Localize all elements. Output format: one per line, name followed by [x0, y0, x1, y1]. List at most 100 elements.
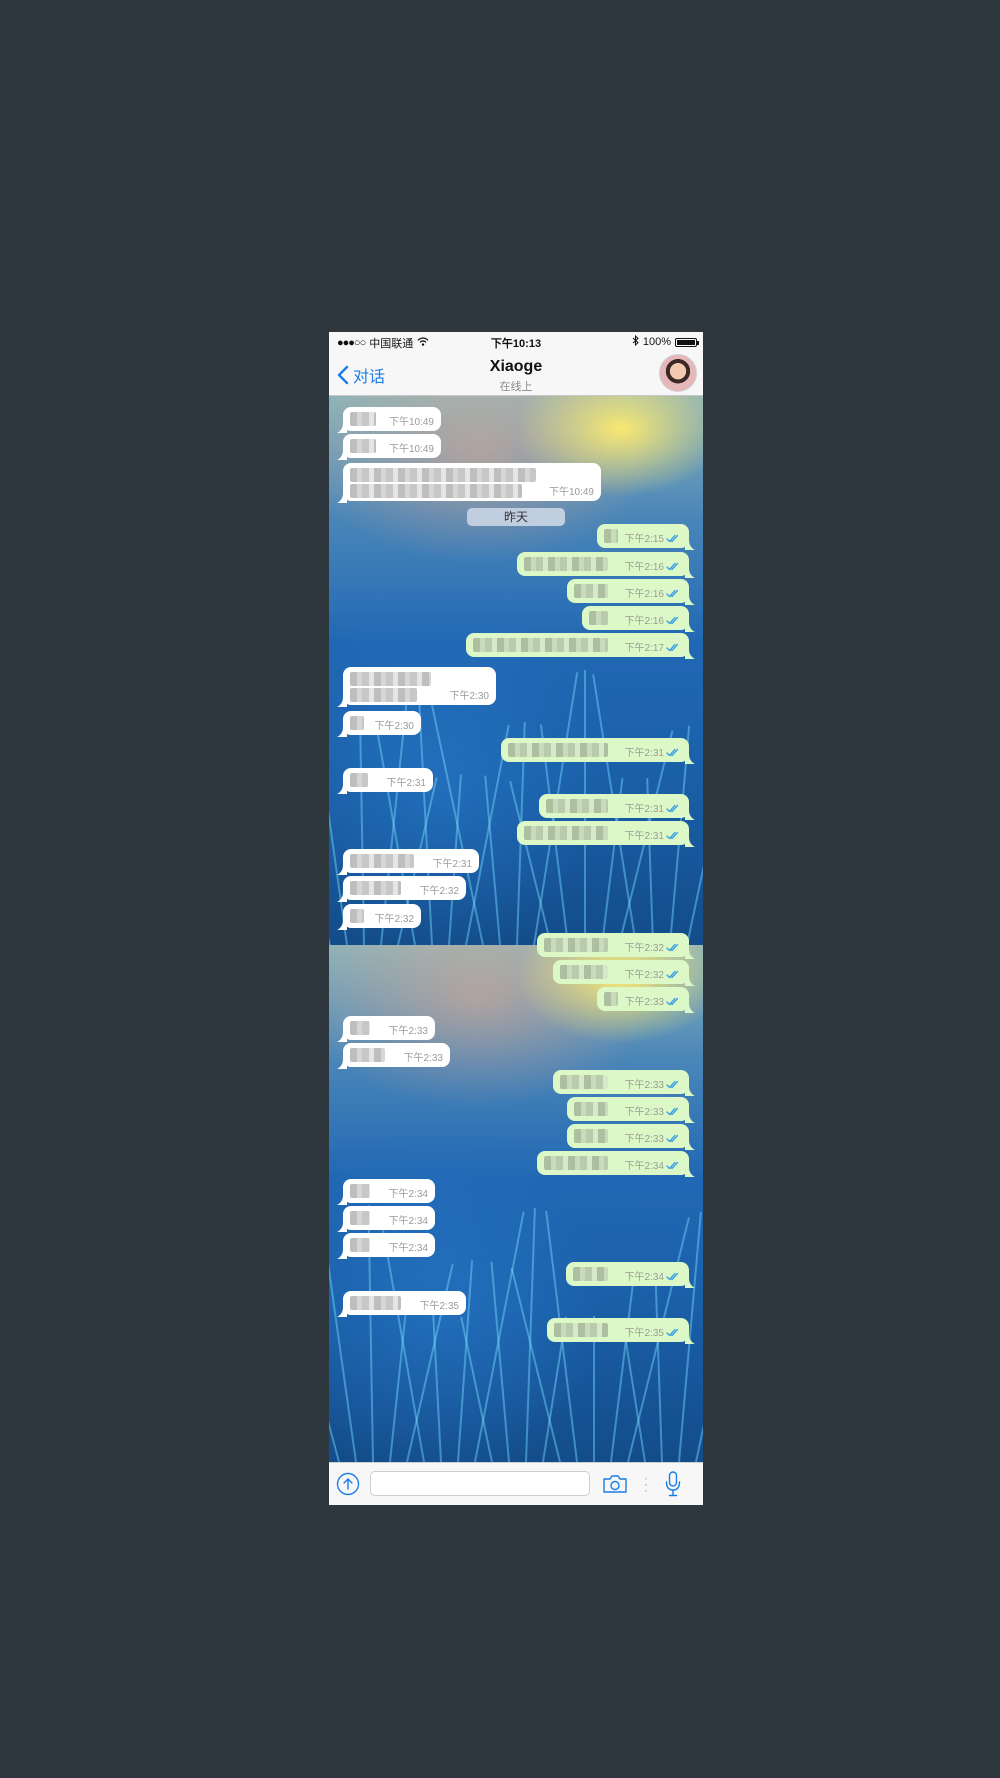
incoming-message-bubble[interactable]: 下午2:31	[337, 768, 433, 794]
outgoing-message-bubble[interactable]: 下午2:15	[597, 524, 695, 550]
message-text-redacted	[350, 688, 417, 702]
incoming-message-bubble[interactable]: 下午10:49	[337, 407, 441, 433]
outgoing-message-bubble[interactable]: 下午2:34	[537, 1151, 695, 1177]
bubble-tail	[685, 1110, 695, 1123]
message-input-bar: ···	[329, 1462, 703, 1505]
timestamp-text: 下午2:35	[624, 1328, 664, 1339]
incoming-message-bubble[interactable]: 下午2:32	[337, 876, 466, 902]
timestamp-text: 下午2:16	[624, 589, 664, 600]
double-check-icon	[666, 589, 679, 598]
contact-avatar[interactable]	[659, 354, 697, 392]
double-check-icon	[666, 1328, 679, 1337]
separator-dots: ···	[644, 1471, 648, 1497]
battery-percentage: 100%	[642, 336, 671, 348]
message-row: 下午2:34	[329, 1233, 703, 1259]
outgoing-message-bubble[interactable]: 下午2:33	[553, 1070, 695, 1096]
bubble-tail	[337, 694, 347, 707]
message-text-redacted	[350, 773, 368, 787]
double-check-icon	[666, 1272, 679, 1281]
outgoing-message-bubble[interactable]: 下午2:35	[547, 1318, 695, 1344]
incoming-message-bubble[interactable]: 下午2:30	[337, 711, 421, 737]
incoming-message-bubble[interactable]: 下午2:34	[337, 1206, 435, 1232]
message-row: 下午2:16	[329, 579, 703, 605]
message-timestamp: 下午2:16	[625, 585, 681, 600]
message-timestamp: 下午2:16	[625, 558, 681, 573]
bubble-tail	[337, 420, 347, 433]
message-text-redacted	[574, 584, 608, 598]
outgoing-message-bubble[interactable]: 下午2:16	[582, 606, 695, 632]
message-row: 下午2:32	[329, 904, 703, 930]
message-timestamp: 下午2:31	[387, 774, 426, 789]
timestamp-text: 下午2:30	[449, 691, 489, 702]
outgoing-message-bubble[interactable]: 下午2:16	[567, 579, 695, 605]
timestamp-text: 下午2:32	[624, 943, 664, 954]
incoming-message-bubble[interactable]: 下午2:35	[337, 1291, 466, 1317]
message-text-redacted	[350, 412, 376, 426]
message-row: 下午2:33	[329, 1124, 703, 1150]
attach-icon[interactable]	[336, 1472, 360, 1496]
message-text-redacted	[350, 1184, 370, 1198]
camera-icon[interactable]	[602, 1473, 628, 1495]
outgoing-message-bubble[interactable]: 下午2:32	[553, 960, 695, 986]
incoming-message-bubble[interactable]: 下午2:30	[337, 667, 496, 707]
message-text-redacted	[574, 1102, 608, 1116]
double-check-icon	[666, 1134, 679, 1143]
message-timestamp: 下午2:33	[404, 1049, 443, 1064]
message-text-redacted	[544, 1156, 608, 1170]
outgoing-message-bubble[interactable]: 下午2:31	[501, 738, 695, 764]
battery-icon	[675, 337, 699, 347]
microphone-icon[interactable]	[665, 1471, 681, 1497]
message-text-redacted	[544, 938, 608, 952]
double-check-icon	[666, 616, 679, 625]
outgoing-message-bubble[interactable]: 下午2:31	[517, 821, 695, 847]
bubble-tail	[685, 646, 695, 659]
bubble-tail	[337, 917, 347, 930]
bubble-tail	[337, 724, 347, 737]
double-check-icon	[666, 831, 679, 840]
timestamp-text: 下午2:34	[388, 1216, 428, 1227]
message-text-redacted	[589, 611, 608, 625]
message-timestamp: 下午2:34	[625, 1268, 681, 1283]
message-timestamp: 下午2:31	[433, 855, 472, 870]
double-check-icon	[666, 970, 679, 979]
timestamp-text: 下午2:33	[624, 1134, 664, 1145]
incoming-message-bubble[interactable]: 下午10:49	[337, 434, 441, 460]
timestamp-text: 下午2:33	[624, 1080, 664, 1091]
bubble-tail	[337, 862, 347, 875]
incoming-message-bubble[interactable]: 下午2:34	[337, 1233, 435, 1259]
message-row: 下午2:33	[329, 1097, 703, 1123]
outgoing-message-bubble[interactable]: 下午2:32	[537, 933, 695, 959]
message-text-redacted	[560, 965, 608, 979]
outgoing-message-bubble[interactable]: 下午2:33	[597, 987, 695, 1013]
message-timestamp: 下午2:15	[625, 530, 681, 545]
message-text-redacted	[508, 743, 608, 757]
bubble-tail	[685, 1164, 695, 1177]
timestamp-text: 下午2:31	[432, 859, 472, 870]
incoming-message-bubble[interactable]: 下午2:31	[337, 849, 479, 875]
outgoing-message-bubble[interactable]: 下午2:31	[539, 794, 695, 820]
outgoing-message-bubble[interactable]: 下午2:34	[566, 1262, 695, 1288]
outgoing-message-bubble[interactable]: 下午2:17	[466, 633, 695, 659]
message-text-redacted	[473, 638, 608, 652]
incoming-message-bubble[interactable]: 下午2:33	[337, 1016, 435, 1042]
outgoing-message-bubble[interactable]: 下午2:33	[567, 1097, 695, 1123]
message-row: 下午10:49	[329, 434, 703, 460]
incoming-message-bubble[interactable]: 下午2:34	[337, 1179, 435, 1205]
bubble-tail	[337, 1304, 347, 1317]
back-button[interactable]: 对话	[337, 363, 385, 387]
timestamp-text: 下午2:32	[624, 970, 664, 981]
outgoing-message-bubble[interactable]: 下午2:33	[567, 1124, 695, 1150]
incoming-message-bubble[interactable]: 下午2:32	[337, 904, 421, 930]
incoming-message-bubble[interactable]: 下午10:49	[337, 463, 601, 503]
message-timestamp: 下午2:33	[625, 993, 681, 1008]
incoming-message-bubble[interactable]: 下午2:33	[337, 1043, 450, 1069]
bubble-tail	[685, 973, 695, 986]
message-text-redacted	[524, 557, 608, 571]
message-input[interactable]	[370, 1471, 590, 1496]
message-text-redacted	[350, 1211, 370, 1225]
bluetooth-icon	[632, 334, 639, 349]
message-row: 下午2:31	[329, 794, 703, 820]
outgoing-message-bubble[interactable]: 下午2:16	[517, 552, 695, 578]
contact-name[interactable]: Xiaoge	[489, 358, 543, 375]
